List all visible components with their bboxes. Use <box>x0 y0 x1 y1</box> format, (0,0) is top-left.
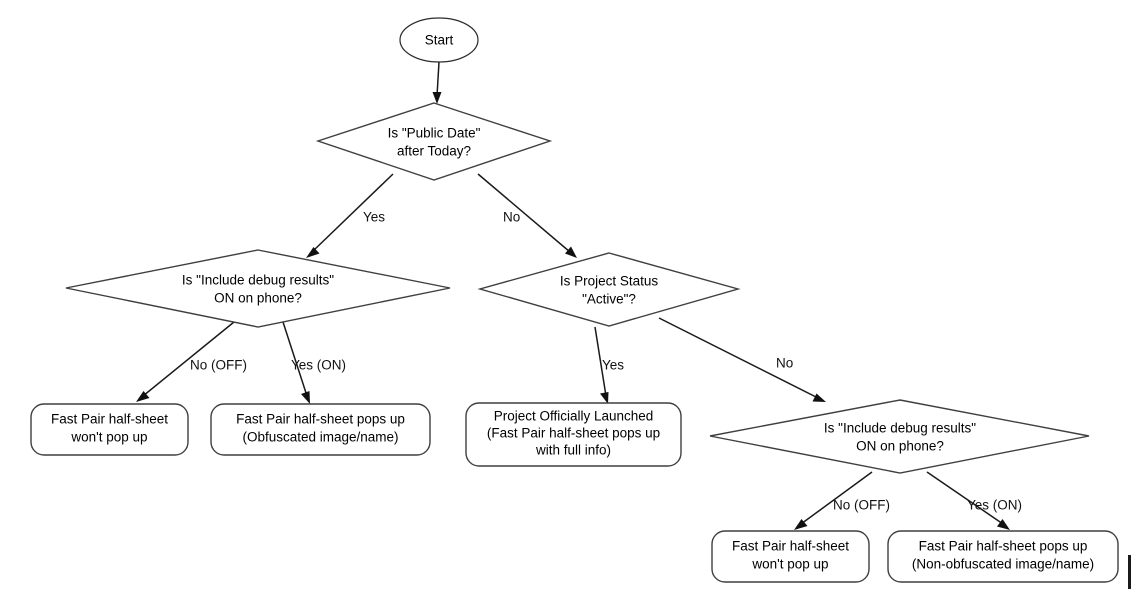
edge-label-debug-right-on: Yes (ON) <box>967 498 1022 513</box>
edge-label-public-date-yes: Yes <box>363 210 385 225</box>
project-status-line1: Is Project Status <box>560 274 659 289</box>
arrowhead <box>812 393 826 402</box>
result-right-on-box[interactable] <box>887 530 1119 583</box>
edge-line <box>282 321 308 397</box>
result-right-off-box[interactable] <box>711 530 870 583</box>
arrowhead <box>600 392 609 404</box>
edge-project-status-no: No <box>658 317 826 402</box>
edge-debug-left-on: Yes (ON) <box>282 321 346 404</box>
edge-label-debug-left-off: No (OFF) <box>190 358 247 373</box>
edge-start-to-public-date <box>432 61 442 104</box>
result-left-off-box[interactable] <box>30 403 189 456</box>
edge-public-date-no: No <box>477 173 577 258</box>
arrowhead <box>794 519 808 530</box>
result-launched-line2: (Fast Pair half-sheet pops up <box>487 426 660 441</box>
public-date-diamond[interactable] <box>315 102 553 181</box>
result-right-on-line2: (Non-obfuscated image/name) <box>912 557 1094 572</box>
debug-left-line2: ON on phone? <box>214 291 302 306</box>
result-left-on-line1: Fast Pair half-sheet pops up <box>236 412 405 427</box>
edge-public-date-yes: Yes <box>306 173 394 258</box>
edge-line <box>477 173 571 253</box>
project-status-diamond[interactable] <box>477 252 741 327</box>
debug-right-line2: ON on phone? <box>856 439 944 454</box>
node-public-date-decision[interactable]: Is "Public Date" after Today? <box>315 102 553 181</box>
result-right-on-line1: Fast Pair half-sheet pops up <box>919 539 1088 554</box>
node-result-left-off[interactable]: Fast Pair half-sheet won't pop up <box>30 403 189 456</box>
public-date-line1: Is "Public Date" <box>388 126 481 141</box>
edge-label-project-status-yes: Yes <box>602 358 624 373</box>
arrowhead <box>301 391 310 404</box>
arrowhead <box>997 519 1010 530</box>
edge-debug-left-off: No (OFF) <box>136 321 247 402</box>
result-launched-box[interactable] <box>465 402 682 467</box>
start-label: Start <box>425 33 454 48</box>
node-debug-right-decision[interactable]: Is "Include debug results" ON on phone? <box>709 399 1090 474</box>
result-left-off-line2: won't pop up <box>70 430 147 445</box>
edge-line <box>312 173 394 252</box>
edge-debug-right-off: No (OFF) <box>794 471 890 530</box>
node-start[interactable]: Start <box>399 17 479 63</box>
node-project-status-decision[interactable]: Is Project Status "Active"? <box>477 252 741 327</box>
node-result-launched[interactable]: Project Officially Launched (Fast Pair h… <box>465 402 682 467</box>
result-left-on-box[interactable] <box>210 403 431 456</box>
node-result-right-on[interactable]: Fast Pair half-sheet pops up (Non-obfusc… <box>887 530 1119 583</box>
edge-label-debug-right-off: No (OFF) <box>833 498 890 513</box>
result-right-off-line2: won't pop up <box>751 557 828 572</box>
edge-project-status-yes: Yes <box>594 326 624 404</box>
debug-left-line1: Is "Include debug results" <box>182 273 334 288</box>
arrowhead <box>432 92 442 104</box>
arrowhead <box>136 391 150 402</box>
public-date-line2: after Today? <box>397 144 471 159</box>
edge-line <box>658 317 819 399</box>
debug-right-line1: Is "Include debug results" <box>824 421 976 436</box>
page-edge-mark <box>1128 555 1131 589</box>
node-result-left-on[interactable]: Fast Pair half-sheet pops up (Obfuscated… <box>210 403 431 456</box>
arrowhead <box>565 246 577 258</box>
node-result-right-off[interactable]: Fast Pair half-sheet won't pop up <box>711 530 870 583</box>
edge-line <box>800 471 873 525</box>
arrowhead <box>306 247 320 258</box>
edge-line <box>142 321 235 397</box>
result-left-on-line2: (Obfuscated image/name) <box>242 430 398 445</box>
debug-left-diamond[interactable] <box>65 249 451 328</box>
result-right-off-line1: Fast Pair half-sheet <box>732 539 849 554</box>
edge-label-public-date-no: No <box>503 210 520 225</box>
result-launched-line3: with full info) <box>535 443 611 458</box>
result-launched-line1: Project Officially Launched <box>494 409 654 424</box>
edge-label-debug-left-on: Yes (ON) <box>291 358 346 373</box>
edge-debug-right-on: Yes (ON) <box>926 471 1022 530</box>
start-ellipse[interactable] <box>399 17 479 63</box>
edge-label-project-status-no: No <box>776 356 793 371</box>
edge-line <box>594 326 607 397</box>
node-debug-left-decision[interactable]: Is "Include debug results" ON on phone? <box>65 249 451 328</box>
debug-right-diamond[interactable] <box>709 399 1090 474</box>
edge-line <box>926 471 1004 525</box>
result-left-off-line1: Fast Pair half-sheet <box>51 412 168 427</box>
project-status-line2: "Active"? <box>582 292 636 307</box>
edge-line <box>436 61 440 97</box>
